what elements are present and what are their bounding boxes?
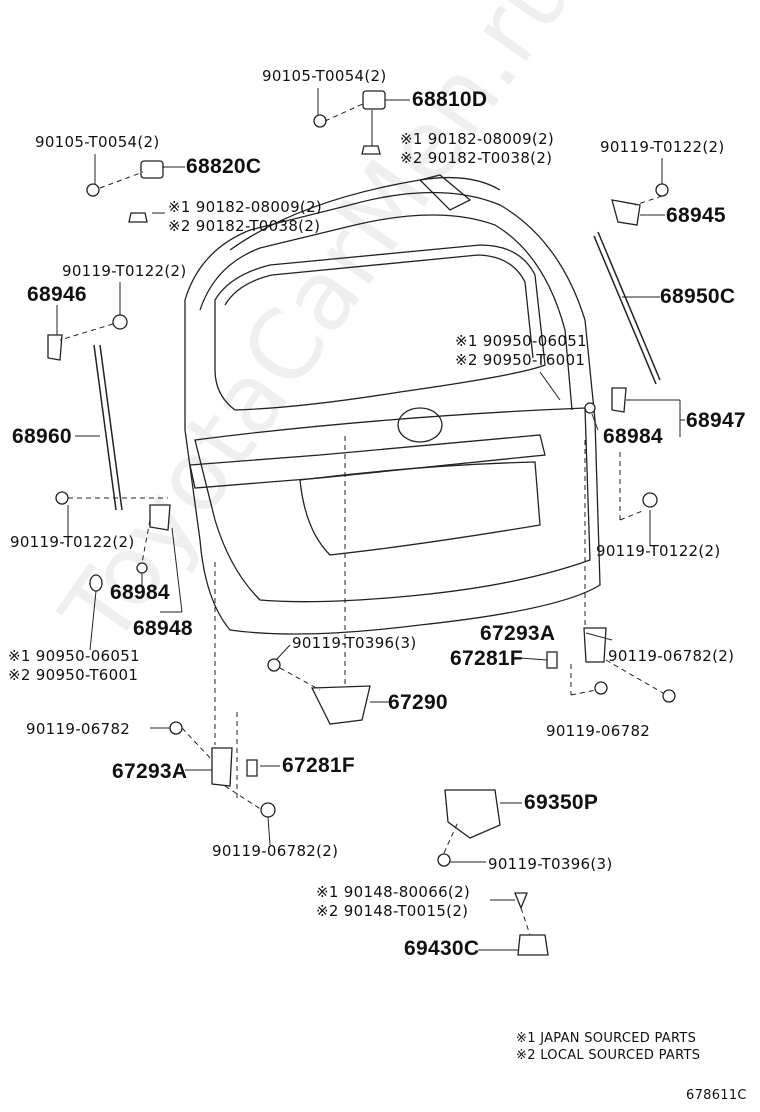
label-90119-06782-right-2: 90119-06782(2) (608, 647, 735, 665)
label-90950-left-1: ※1 90950-06051 (8, 647, 140, 665)
label-90105-t0054-left: 90105-T0054(2) (35, 133, 160, 151)
door-top-spoiler (229, 176, 501, 251)
stay-right-68950c (597, 231, 661, 381)
bolt-90119-06782-r2 (662, 689, 676, 703)
bolt-90119-06782-r (594, 681, 608, 695)
label-90119-06782-left: 90119-06782 (26, 720, 131, 738)
lock-67290 (310, 685, 371, 725)
bolt-90119-t0396-a (267, 658, 281, 672)
rear-window-inner (224, 254, 534, 359)
bolt-90119-bl (55, 491, 69, 505)
emblem (397, 407, 443, 443)
back-door-inner (199, 214, 573, 411)
bolt-90119-06782-l2 (260, 802, 276, 818)
label-90950-right-1: ※1 90950-06051 (455, 332, 587, 350)
label-90182-left-2: ※2 90182-T0038(2) (168, 217, 321, 235)
label-90182-right-2: ※2 90182-T0038(2) (400, 149, 553, 167)
plug-90950-l (89, 574, 103, 592)
label-68984-left: 68984 (110, 581, 170, 604)
label-90105-t0054-top: 90105-T0054(2) (262, 67, 387, 85)
screw-90148 (514, 892, 528, 910)
label-68984-right: 68984 (603, 425, 663, 448)
label-69350p: 69350P (524, 791, 599, 814)
label-68950c: 68950C (660, 285, 736, 308)
label-67293a-right: 67293A (480, 622, 556, 645)
bolt-90105-top (313, 114, 327, 128)
hinge-68820c (140, 160, 164, 179)
label-90182-right-1: ※1 90182-08009(2) (400, 130, 555, 148)
bolt-90119-t0396-b (437, 853, 451, 867)
bracket-68946 (47, 334, 63, 361)
legend-item-2: ※2 LOCAL SOURCED PARTS (516, 1048, 700, 1063)
cushion-90182-left (128, 212, 148, 223)
hinge-68810d (362, 90, 386, 110)
door-hinge-area (418, 174, 472, 211)
cushion-90182-top (361, 145, 381, 155)
legend-mark-1: ※1 (516, 1031, 536, 1046)
label-90119-t0122-top-right: 90119-T0122(2) (600, 138, 725, 156)
legend-mark-2: ※2 (516, 1048, 536, 1063)
label-90119-06782-right: 90119-06782 (546, 722, 651, 740)
bracket-68948 (149, 504, 171, 531)
label-90148-1: ※1 90148-80066(2) (316, 883, 471, 901)
label-69430c: 69430C (404, 937, 480, 960)
bracket-68947 (611, 387, 627, 413)
legend-text-2: LOCAL SOURCED PARTS (540, 1048, 701, 1063)
diagram-code: 678611C (686, 1088, 747, 1103)
striker-69430c (517, 934, 549, 956)
label-67281f-right: 67281F (450, 647, 524, 670)
label-67281f-left: 67281F (282, 754, 356, 777)
label-68945: 68945 (666, 204, 726, 227)
garnish-bar (189, 434, 546, 489)
label-90119-t0122-bottom-right: 90119-T0122(2) (596, 542, 721, 560)
label-90148-2: ※2 90148-T0015(2) (316, 902, 469, 920)
label-68810d: 68810D (412, 88, 488, 111)
label-67293a-left: 67293A (112, 760, 188, 783)
label-90950-left-2: ※2 90950-T6001 (8, 666, 139, 684)
clip-68984-l (136, 562, 148, 574)
label-90950-right-2: ※2 90950-T6001 (455, 351, 586, 369)
label-90119-t0396-lower: 90119-T0396(3) (488, 855, 613, 873)
stopper-67281f-r (546, 651, 558, 669)
legend-text-1: JAPAN SOURCED PARTS (540, 1031, 697, 1046)
back-door-outline (184, 191, 601, 635)
bolt-90105-left (86, 183, 100, 197)
bolt-90119-tr (655, 183, 669, 197)
legend-item-1: ※1 JAPAN SOURCED PARTS (516, 1031, 696, 1046)
lower-panel (194, 407, 591, 603)
bolt-90119-br (642, 492, 658, 508)
stopper-67281f-l (246, 759, 258, 777)
bracket-68945 (611, 199, 641, 226)
label-68960: 68960 (12, 425, 72, 448)
label-90119-t0122-top-left: 90119-T0122(2) (62, 262, 187, 280)
label-68947: 68947 (686, 409, 746, 432)
stay-left-68960 (99, 344, 123, 511)
label-90119-t0122-bottom-left: 90119-T0122(2) (10, 533, 135, 551)
lock-69350p (444, 789, 501, 839)
label-67290: 67290 (388, 691, 448, 714)
label-90182-left-1: ※1 90182-08009(2) (168, 198, 323, 216)
bolt-90119-06782-l (169, 721, 183, 735)
bolt-90119-tl (112, 314, 128, 330)
label-90119-t0396-upper: 90119-T0396(3) (292, 634, 417, 652)
label-68946: 68946 (27, 283, 87, 306)
label-68948: 68948 (133, 617, 193, 640)
latch-67293a-l (211, 747, 233, 787)
rear-window-glass (214, 244, 546, 411)
label-90119-06782-left-2: 90119-06782(2) (212, 842, 339, 860)
clip-68984-r (584, 402, 596, 414)
label-68820c: 68820C (186, 155, 262, 178)
